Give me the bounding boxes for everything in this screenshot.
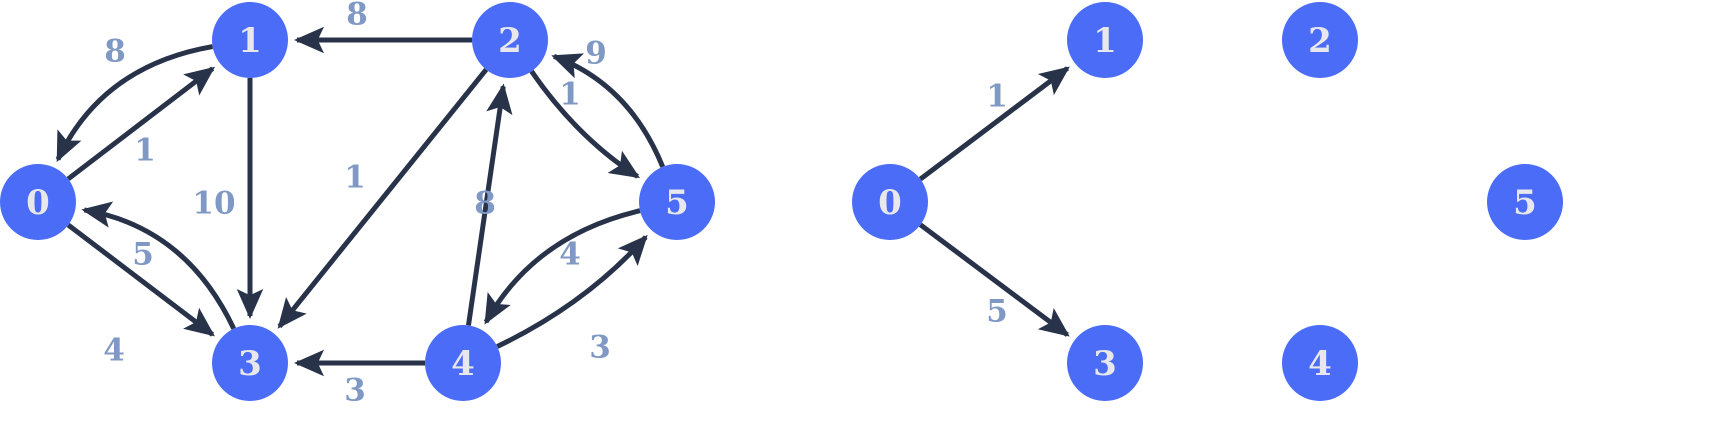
- graph-node-3[interactable]: 3: [212, 325, 288, 401]
- edges-layer: [55, 26, 1070, 377]
- graph-node-3[interactable]: 3: [1067, 325, 1143, 401]
- edge-weight-label: 1: [986, 79, 1008, 115]
- graph-edge-2-to-3: [277, 68, 489, 329]
- graph-node-4[interactable]: 4: [1282, 325, 1358, 401]
- graph-edge-0-to-1: [918, 66, 1070, 182]
- graph-edge-0-to-3: [66, 222, 215, 337]
- node-circle: [1067, 2, 1143, 78]
- node-circle: [1282, 325, 1358, 401]
- graph-edge-5-to-2: [551, 53, 666, 168]
- graph-edge-5-to-4: [483, 208, 641, 325]
- node-label: 5: [665, 183, 689, 223]
- graph-edge-4-to-2: [465, 83, 513, 326]
- node-circle: [472, 2, 548, 78]
- node-label: 3: [238, 344, 262, 384]
- graph-node-5[interactable]: 5: [639, 164, 715, 240]
- edge-weight-label: 1: [134, 133, 156, 169]
- edge-weight-label: 8: [474, 186, 496, 222]
- node-circle: [425, 325, 501, 401]
- graph-node-1[interactable]: 1: [1067, 2, 1143, 78]
- nodes-layer: 0 1 2 3 4 5 0 1 2 3 4 5: [0, 2, 1563, 401]
- node-circle: [0, 164, 76, 240]
- node-circle: [852, 164, 928, 240]
- edge-weight-label: 3: [589, 330, 611, 366]
- node-circle: [1487, 164, 1563, 240]
- edge-weight-label: 8: [104, 34, 126, 70]
- edge-weight-label: 4: [559, 237, 581, 273]
- node-label: 2: [1308, 21, 1332, 61]
- edge-weight-label: 5: [986, 294, 1008, 330]
- graph-node-2[interactable]: 2: [472, 2, 548, 78]
- graph-node-1[interactable]: 1: [212, 2, 288, 78]
- node-label: 0: [26, 183, 50, 223]
- edge-weight-label: 9: [585, 36, 607, 72]
- node-label: 1: [238, 21, 262, 61]
- graph-edge-3-to-0: [81, 201, 237, 330]
- edge-weight-label: 5: [132, 237, 154, 273]
- graph-edge-0-to-1: [66, 66, 216, 181]
- node-circle: [639, 164, 715, 240]
- edge-weight-label: 1: [344, 160, 366, 196]
- node-circle: [212, 325, 288, 401]
- node-circle: [1067, 325, 1143, 401]
- node-label: 2: [498, 21, 522, 61]
- edge-weight-label: 4: [103, 333, 125, 369]
- node-label: 3: [1093, 344, 1117, 384]
- graph-node-4[interactable]: 4: [425, 325, 501, 401]
- edge-weight-label: 1: [559, 77, 581, 113]
- node-label: 5: [1513, 183, 1537, 223]
- graph-node-2[interactable]: 2: [1282, 2, 1358, 78]
- graph-edge-2-to-5: [529, 69, 641, 179]
- edge-weight-label: 3: [344, 373, 366, 409]
- edge-weight-label: 8: [346, 0, 368, 33]
- node-label: 4: [451, 344, 475, 384]
- graph-node-0[interactable]: 0: [0, 164, 76, 240]
- graph-edge-0-to-3: [918, 222, 1070, 337]
- edge-weight-label: 10: [192, 186, 235, 222]
- graph-node-5[interactable]: 5: [1487, 164, 1563, 240]
- graph-node-0[interactable]: 0: [852, 164, 928, 240]
- node-label: 4: [1308, 344, 1332, 384]
- graph-edge-1-to-0: [55, 44, 213, 163]
- graph-edge-4-to-5: [496, 234, 648, 349]
- node-circle: [212, 2, 288, 78]
- node-label: 0: [878, 183, 902, 223]
- node-circle: [1282, 2, 1358, 78]
- node-label: 1: [1093, 21, 1117, 61]
